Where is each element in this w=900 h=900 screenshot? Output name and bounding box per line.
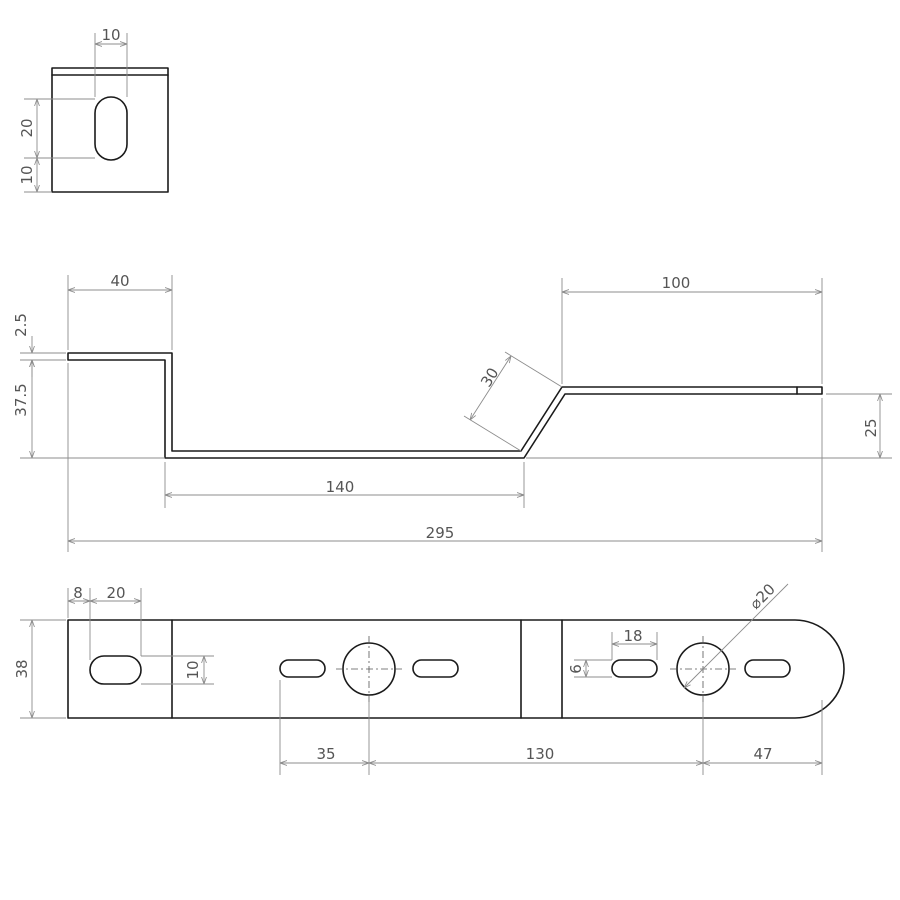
dim-plan-slot-length: 20 <box>90 584 142 656</box>
plan-view-outline <box>67 619 845 719</box>
top-view-slot <box>94 96 128 161</box>
side-view: 40 2.5 37.5 140 30 <box>12 272 892 552</box>
dim-plan-edge-to-slot: 8 <box>67 584 91 660</box>
plan-small-slot-3 <box>611 659 658 678</box>
plan-small-slot-4 <box>744 659 791 678</box>
plan-small-slot-1 <box>279 659 326 678</box>
top-view-outline <box>51 67 169 193</box>
dim-text-plan-hole-diameter: ⌀20 <box>746 580 779 613</box>
dim-side-right-flange: 100 <box>561 274 823 384</box>
dim-side-rise: 25 <box>526 393 892 459</box>
dim-text-side-overall: 295 <box>426 524 455 542</box>
dim-text-plan-slot-width: 10 <box>184 660 202 679</box>
dim-plan-hole-positions: 35 130 47 <box>279 680 823 775</box>
dim-text-plan-edge-to-slot: 8 <box>73 584 83 602</box>
plan-small-slot-2 <box>412 659 459 678</box>
dim-text-side-bottom: 140 <box>326 478 355 496</box>
dim-side-drop: 37.5 <box>12 360 165 459</box>
dim-text-side-thickness: 2.5 <box>12 313 30 337</box>
dim-side-bottom: 140 <box>164 462 525 508</box>
dim-side-left-flange: 40 <box>67 272 173 350</box>
plan-left-slot <box>89 655 142 685</box>
plan-view: 8 20 10 38 18 <box>13 580 845 775</box>
dim-plan-slot-width: 10 <box>141 655 214 685</box>
dim-text-top-slot-width: 10 <box>101 26 120 44</box>
dim-text-plan-slot-length: 20 <box>106 584 125 602</box>
dim-text-plan-width: 38 <box>13 659 31 678</box>
dim-plan-small-slot-width: 6 <box>567 659 612 678</box>
dim-text-plan-small-slot-length: 18 <box>623 627 642 645</box>
dim-side-overall: 295 <box>67 363 823 552</box>
side-view-profile <box>67 352 823 459</box>
dim-text-top-slot-offset: 10 <box>18 165 36 184</box>
dim-side-thickness: 2.5 <box>12 313 66 377</box>
dim-text-plan-hole-spacing: 130 <box>526 745 555 763</box>
dim-text-side-slope: 30 <box>477 364 502 390</box>
dim-top-slot-offset: 10 <box>18 158 52 193</box>
dim-plan-small-slot-length: 18 <box>611 627 658 660</box>
dim-text-side-drop: 37.5 <box>12 383 30 416</box>
dim-side-slope: 30 <box>463 351 563 452</box>
dim-text-plan-hole-offset-right: 47 <box>753 745 772 763</box>
dim-text-top-slot-length: 20 <box>18 118 36 137</box>
dim-text-side-left-flange: 40 <box>110 272 129 290</box>
dim-text-plan-small-slot-width: 6 <box>567 664 585 674</box>
dim-top-slot-length: 20 <box>18 98 95 159</box>
dim-plan-hole-diameter: ⌀20 <box>684 580 789 688</box>
dim-text-side-right-flange: 100 <box>662 274 691 292</box>
dim-text-side-rise: 25 <box>862 418 880 437</box>
dim-top-slot-width: 10 <box>94 26 128 97</box>
top-view: 10 20 10 <box>18 26 169 193</box>
dim-plan-width: 38 <box>13 619 66 719</box>
dim-text-plan-hole-offset-left: 35 <box>316 745 335 763</box>
